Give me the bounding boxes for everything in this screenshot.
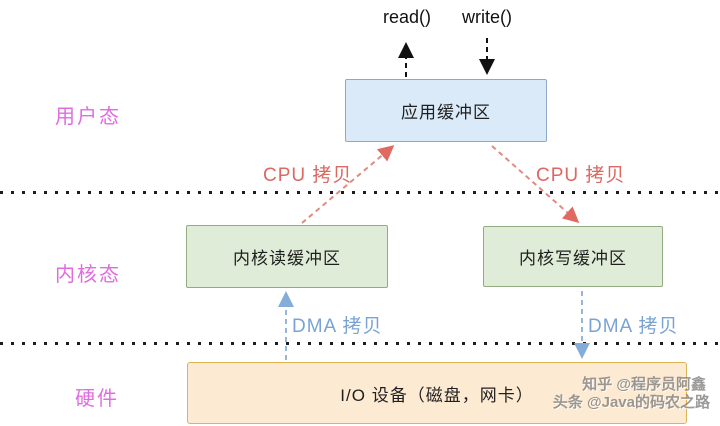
watermark-line1: 知乎 @程序员阿鑫 [582, 376, 706, 393]
kernel-read-buffer-box: 内核读缓冲区 [186, 225, 388, 288]
cpu-copy-label-left: CPU 拷贝 [263, 165, 353, 186]
io-device-label: I/O 设备（磁盘，网卡） [340, 385, 534, 405]
user-kernel-boundary-line [0, 191, 720, 194]
app-buffer-label: 应用缓冲区 [401, 103, 491, 122]
dma-copy-label-left: DMA 拷贝 [292, 316, 383, 337]
watermark-line2: 头条 @Java的码农之路 [552, 394, 710, 411]
kernel-hardware-boundary-line [0, 342, 720, 345]
cpu-copy-label-right: CPU 拷贝 [536, 165, 626, 186]
dma-copy-label-right: DMA 拷贝 [588, 316, 679, 337]
write-call-label: write() [462, 7, 512, 27]
kernel-write-buffer-label: 内核写缓冲区 [519, 249, 627, 268]
kernel-mode-label: 内核态 [55, 264, 121, 286]
hardware-label: 硬件 [75, 388, 119, 410]
kernel-write-buffer-box: 内核写缓冲区 [483, 226, 663, 287]
read-call-label: read() [383, 7, 432, 27]
kernel-read-buffer-label: 内核读缓冲区 [233, 249, 341, 268]
user-mode-label: 用户态 [55, 106, 121, 128]
io-device-box: I/O 设备（磁盘，网卡） [187, 362, 687, 424]
app-buffer-box: 应用缓冲区 [345, 79, 547, 142]
